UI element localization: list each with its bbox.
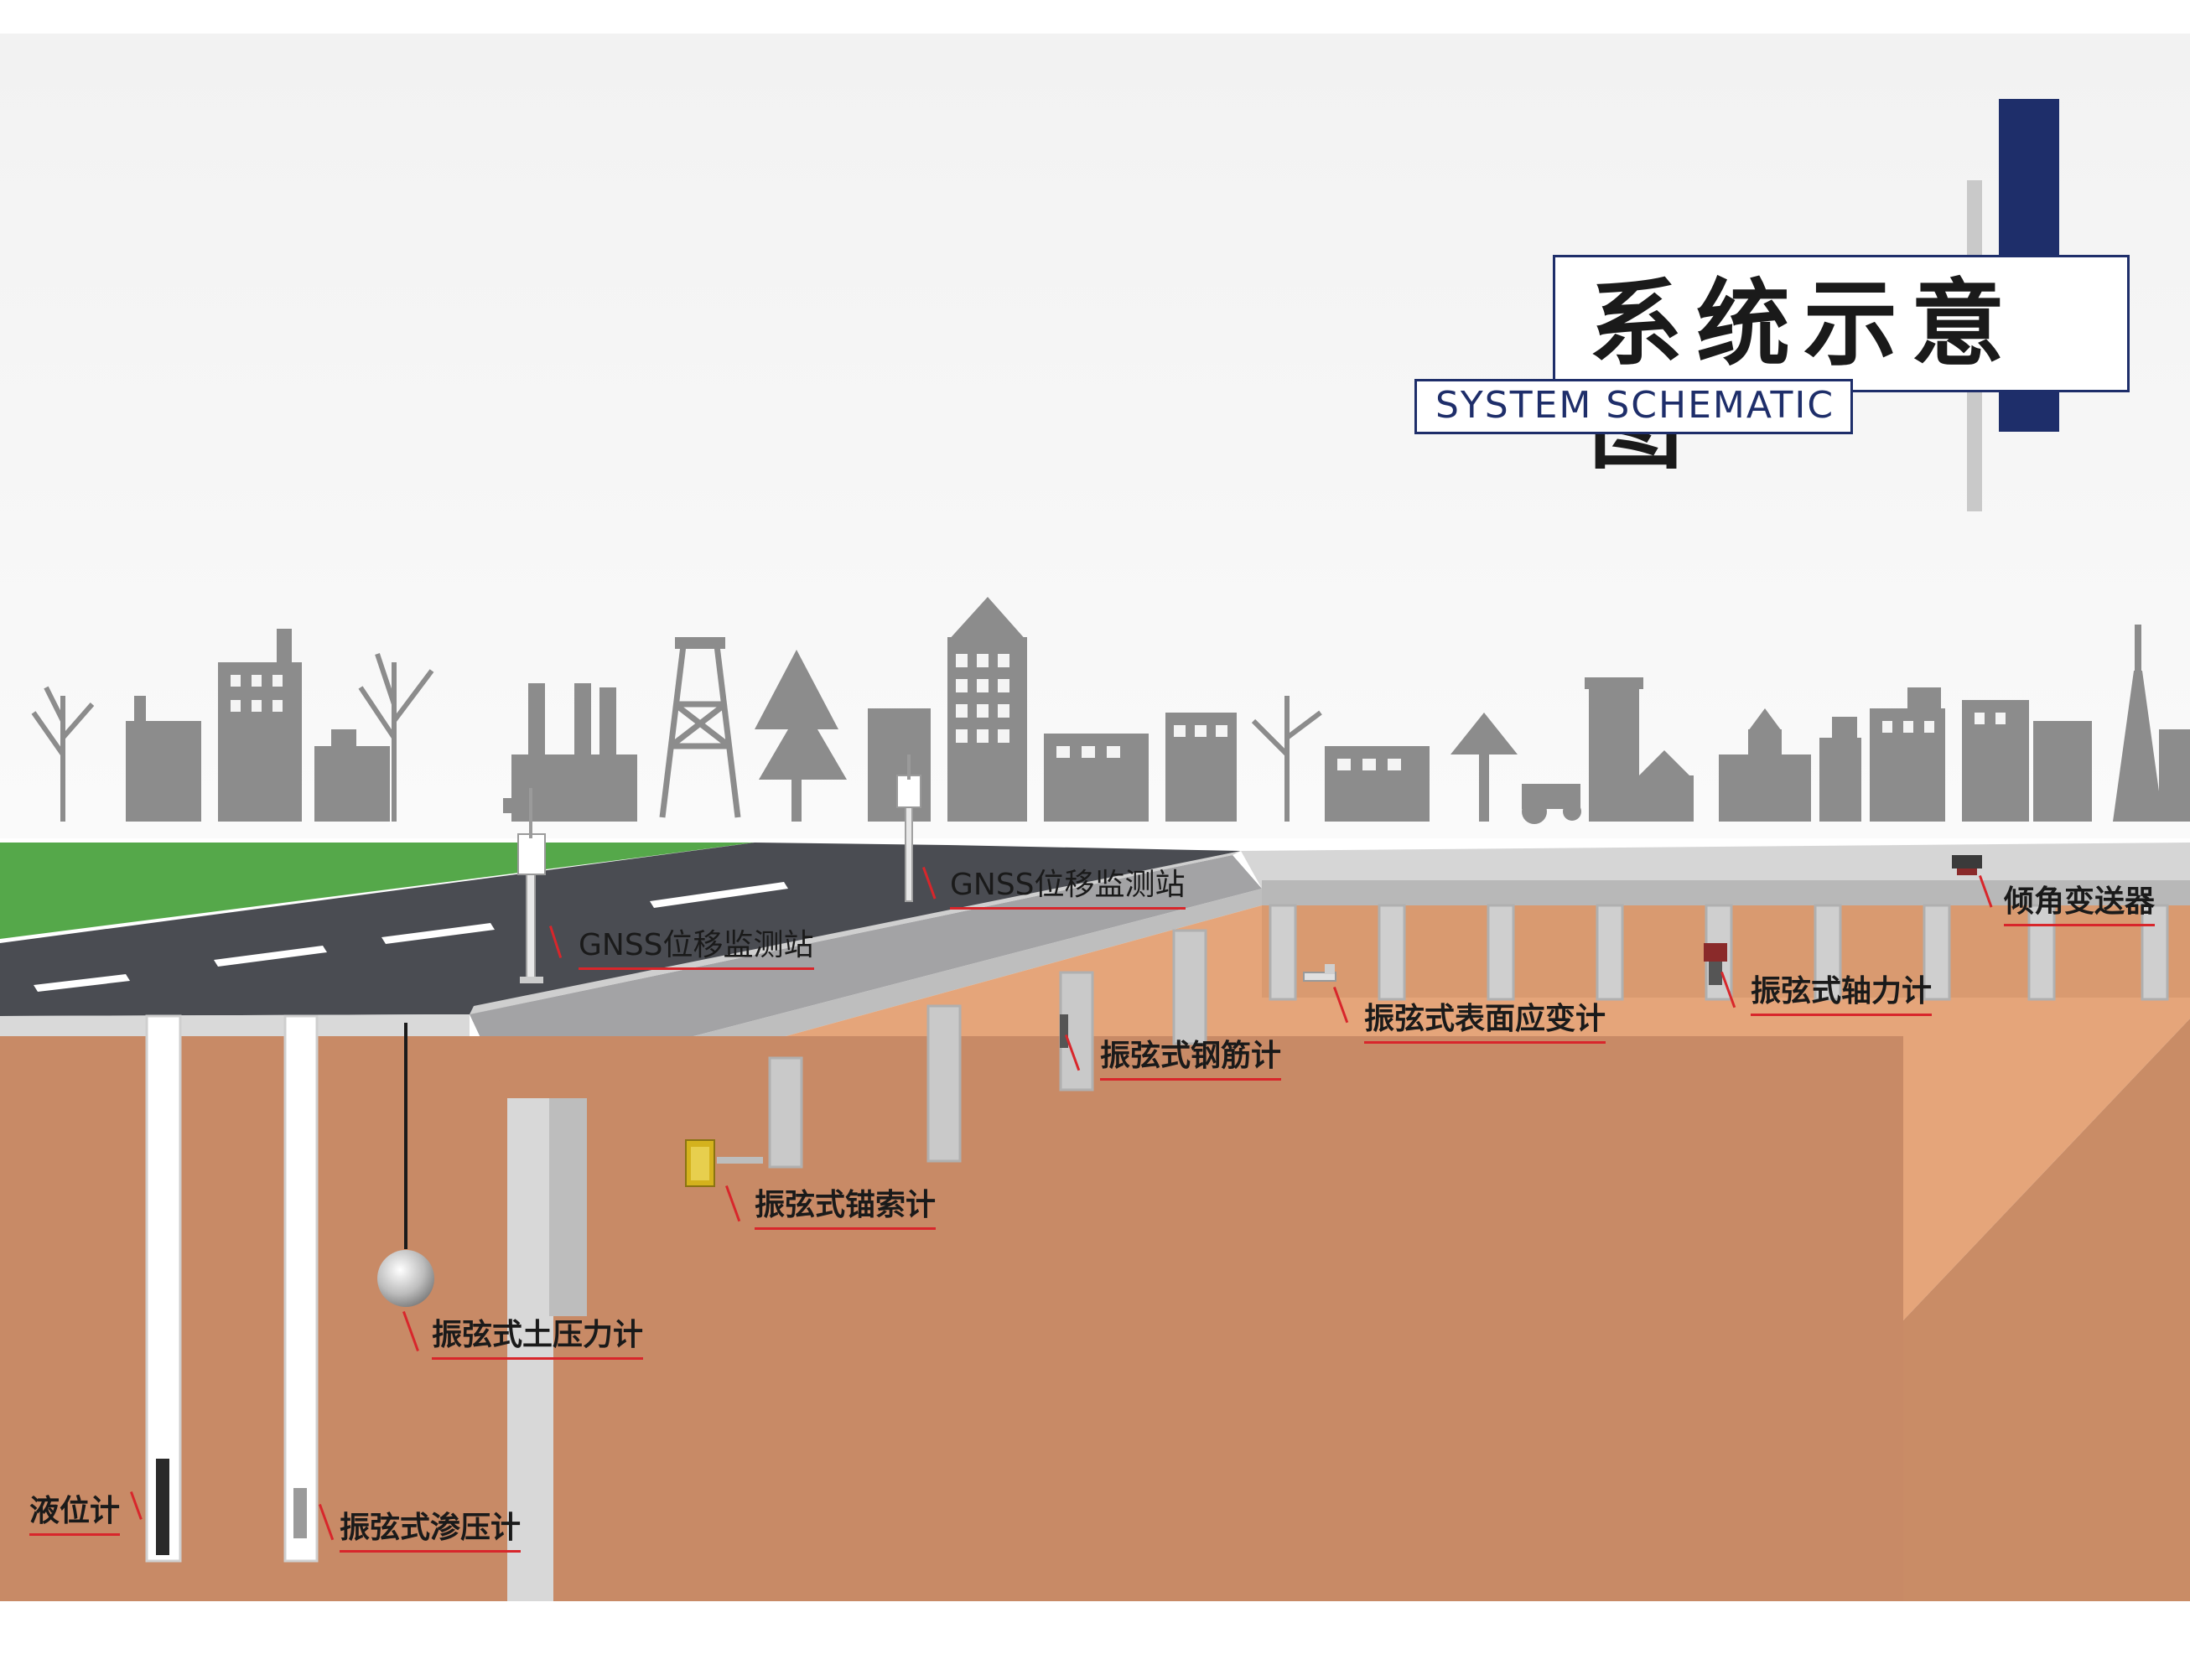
ramp-deck: [470, 855, 1262, 1086]
callout-anchor-cable-meter: 振弦式锚索计: [755, 1190, 937, 1230]
surface-strain-gauge-icon: [1303, 964, 1336, 982]
skyline-windows: [231, 654, 2006, 770]
callout-piezometer: 振弦式渗压计: [340, 1513, 522, 1553]
page-subtitle: SYSTEM SCHEMATIC: [1435, 384, 1835, 427]
bridge-deck-edge: [1262, 880, 2190, 905]
callout-axial-force-gauge: 振弦式轴力计: [1751, 977, 1933, 1016]
rebar-meter-icon: [1060, 1014, 1068, 1048]
bridge-deck: [1241, 843, 2190, 889]
bottom-band: [0, 1601, 2190, 1677]
subtitle-box: [1414, 379, 1853, 434]
gnss-station-icon-2: [896, 754, 921, 902]
boreholes: [145, 1014, 319, 1563]
axial-force-gauge-icon: [1704, 943, 1727, 985]
callout-surface-strain-gauge: 振弦式表面应变计: [1364, 1004, 1606, 1044]
sky: [0, 34, 2190, 838]
soil-right-face: [1903, 1019, 2190, 1601]
tilt-transmitter-icon: [1952, 855, 1982, 875]
callout-rebar-meter: 振弦式钢筋计: [1100, 1041, 1282, 1081]
callout-earth-pressure-cell: 振弦式土压力计: [432, 1320, 644, 1360]
title-box: [1553, 255, 2130, 392]
soil-front-lower: [545, 1320, 1903, 1601]
gnss-station-icon: [503, 788, 560, 983]
anchor-cable-meter-icon: [685, 1139, 763, 1187]
road-curb: [0, 1014, 470, 1036]
callout-gnss-2: GNSS位移监测站: [950, 870, 1186, 910]
bridge-columns: [1269, 904, 2169, 1001]
callout-tilt-transmitter: 倾角变送器: [2004, 887, 2156, 926]
callout-gnss-1: GNSS位移监测站: [579, 931, 814, 970]
road-markings: [34, 882, 788, 992]
grass-field: [0, 843, 755, 939]
soil-front-upper: [0, 1036, 545, 1102]
retaining-wall: [507, 1098, 553, 1601]
tree-icon: [31, 686, 95, 822]
ramp-top-edge: [470, 851, 1241, 1014]
callout-water-level-gauge: 液位计: [29, 1496, 121, 1536]
earth-pressure-cell-icon: [377, 1250, 434, 1307]
page-title: 系统示意图: [1589, 269, 2018, 480]
